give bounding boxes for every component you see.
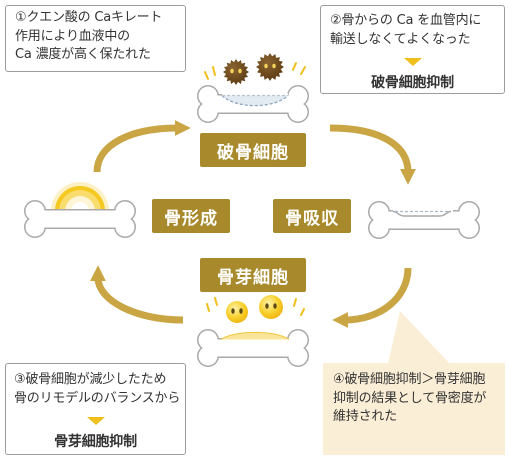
osteoclast-eye bbox=[238, 68, 242, 74]
formation-glow bbox=[51, 182, 109, 211]
note-result: 破骨細胞抑制 bbox=[371, 75, 454, 91]
note-line: 輸送しなくてよくなった bbox=[330, 31, 471, 47]
note-result: 骨芽細胞抑制 bbox=[54, 434, 137, 450]
sparkle-line bbox=[206, 303, 210, 312]
note-line: 維持された bbox=[333, 409, 398, 424]
curved-arrow-icon bbox=[332, 267, 412, 328]
note-4-bone-density: ④破骨細胞抑制＞骨芽細胞 抑制の結果として骨密度が 維持された bbox=[323, 363, 505, 455]
bottom-bone bbox=[197, 329, 309, 367]
osteoclast-cell-icon bbox=[256, 53, 284, 81]
action-line bbox=[292, 62, 297, 71]
note-line: 骨のリモデルのバランスから bbox=[14, 390, 181, 406]
new-bone-edge bbox=[220, 331, 290, 340]
curved-arrow-icon bbox=[93, 120, 191, 173]
bone-resorption-label: 骨吸収 bbox=[273, 199, 351, 233]
sparkle-line bbox=[214, 297, 218, 306]
osteoclast-eye bbox=[264, 63, 268, 69]
sparkle-line bbox=[293, 298, 297, 307]
osteoclast-eye bbox=[230, 68, 234, 74]
osteoclast-cells bbox=[204, 53, 306, 85]
new-bone-layer bbox=[221, 332, 289, 340]
right-bone bbox=[368, 201, 480, 239]
osteoblast-eye bbox=[231, 308, 235, 314]
osteoblast-label: 骨芽細胞 bbox=[200, 258, 306, 292]
osteoblast-cell-icon bbox=[226, 301, 248, 323]
down-triangle-icon bbox=[403, 58, 422, 66]
curved-arrow-icon bbox=[90, 265, 184, 324]
note-line: ③破骨細胞が減少したため bbox=[14, 372, 167, 387]
note-line: ①クエン酸の Caキレート bbox=[15, 10, 163, 25]
note-line: 作用により血液中の bbox=[15, 28, 130, 44]
left-bone bbox=[24, 182, 136, 238]
osteoclast-eye bbox=[272, 63, 276, 69]
note-3-remodel-balance: ③破骨細胞が減少したため 骨のリモデルのバランスから 骨芽細胞抑制 bbox=[5, 363, 186, 455]
note-line: ②骨からの Ca を血管内に bbox=[330, 13, 482, 28]
sparkle-line bbox=[300, 308, 305, 316]
bone-formation-label: 骨形成 bbox=[152, 199, 230, 233]
down-triangle-icon bbox=[86, 417, 105, 425]
osteoclast-cell-icon bbox=[223, 59, 249, 85]
osteoblast-eye bbox=[239, 308, 243, 314]
curved-arrow-icon bbox=[329, 124, 416, 185]
dent-mask bbox=[393, 209, 453, 217]
action-line bbox=[204, 71, 209, 80]
osteoblast-eye bbox=[273, 303, 277, 309]
osteoblast-eye bbox=[265, 303, 269, 309]
note-line: ④破骨細胞抑制＞骨芽細胞 bbox=[333, 372, 486, 387]
note-1-citrate-chelation: ①クエン酸の Caキレート 作用により血液中の Ca 濃度が高く保たれた bbox=[5, 5, 186, 72]
action-line bbox=[300, 66, 306, 75]
note-line: 抑制の結果として骨密度が bbox=[333, 390, 487, 406]
action-line bbox=[212, 66, 216, 76]
note-2-calcium-transport: ②骨からの Ca を血管内に 輸送しなくてよくなった 破骨細胞抑制 bbox=[320, 5, 505, 94]
note-line: Ca 濃度が高く保たれた bbox=[15, 47, 151, 62]
resorbed-surface-mask bbox=[222, 93, 288, 96]
osteoblast-cells bbox=[206, 295, 305, 323]
dent-surface bbox=[392, 210, 452, 217]
note4-callout-pointer bbox=[388, 311, 450, 364]
top-bone bbox=[197, 85, 309, 123]
osteoblast-cell-icon bbox=[259, 295, 283, 319]
osteoclast-label: 破骨細胞 bbox=[200, 133, 306, 167]
bone-icon bbox=[368, 201, 480, 239]
resorption-pit-edge bbox=[221, 95, 289, 107]
